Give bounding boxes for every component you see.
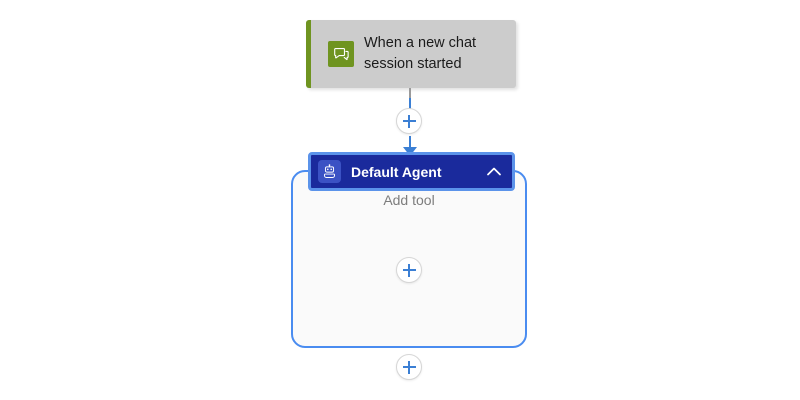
trigger-node-card[interactable]: When a new chat session started (306, 20, 516, 88)
chat-bubble-icon (328, 41, 354, 67)
trigger-accent-bar (306, 20, 311, 88)
robot-icon (318, 160, 341, 183)
chevron-up-icon[interactable] (484, 162, 504, 182)
agent-header[interactable]: Default Agent (311, 155, 512, 188)
connector-line-lower (409, 136, 411, 154)
trigger-node-label: When a new chat session started (364, 35, 477, 72)
connector-stub (409, 88, 411, 98)
add-step-button[interactable] (396, 108, 422, 134)
add-node-below-button[interactable] (396, 354, 422, 380)
add-tool-button[interactable] (396, 257, 422, 283)
agent-body: Add tool (293, 192, 525, 208)
plus-icon-vertical (408, 360, 410, 374)
agent-title: Default Agent (351, 163, 442, 180)
add-tool-label: Add tool (383, 192, 435, 208)
plus-icon-vertical (408, 263, 410, 277)
connector-arrowhead (403, 147, 417, 156)
plus-icon-vertical (408, 114, 410, 128)
